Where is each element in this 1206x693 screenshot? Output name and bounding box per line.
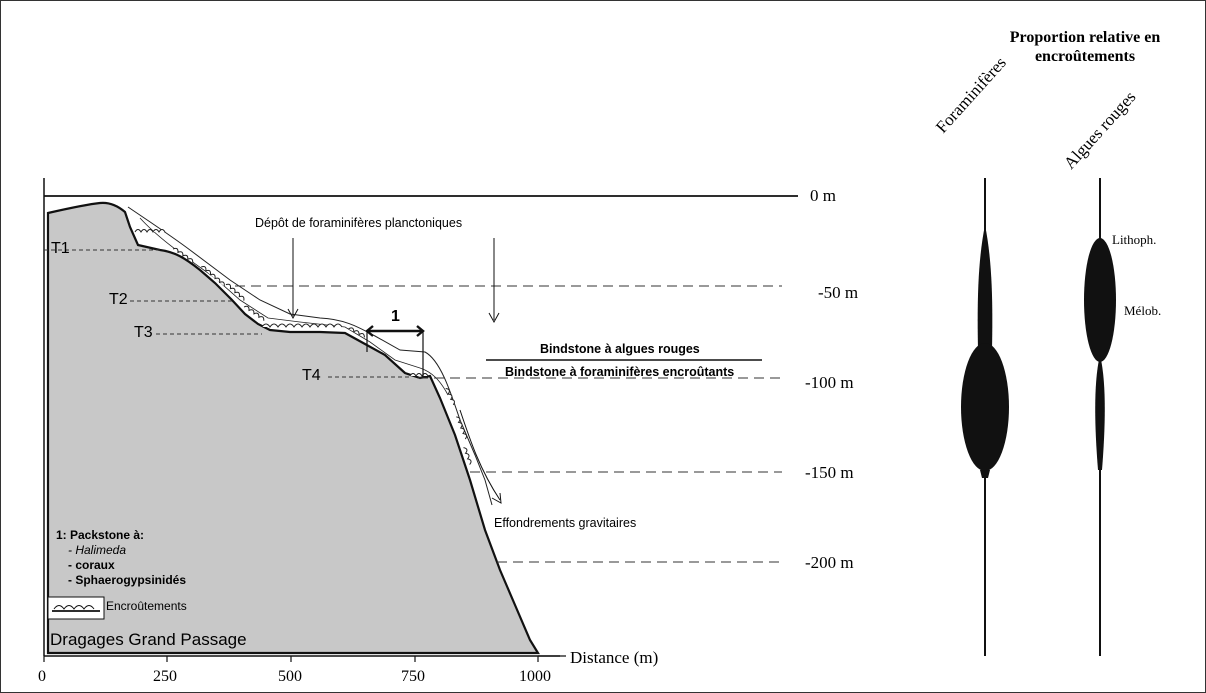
arrows (287, 238, 502, 504)
depth-label-0: 0 m (810, 186, 836, 205)
depth-label-100: -100 m (805, 373, 854, 392)
legend-item-halimeda: - Halimeda (68, 543, 127, 557)
x-tick-750: 750 (401, 668, 425, 685)
terrace-leaders (44, 249, 410, 378)
terrace-t1: T1 (51, 240, 70, 257)
x-axis-label: Distance (m) (570, 648, 659, 667)
depth-guides (235, 285, 782, 563)
annotation-gravity: Effondrements gravitaires (494, 516, 637, 530)
site-label: Dragages Grand Passage (50, 630, 247, 649)
depth-label-150: -150 m (805, 463, 854, 482)
right-panel-title-line2: encroûtements (1034, 48, 1136, 65)
x-tick-1000: 1000 (519, 668, 551, 685)
x-tick-500: 500 (278, 668, 302, 685)
marker-one: 1 (391, 308, 400, 325)
label-melob: Mélob. (1124, 303, 1162, 318)
legend-encrustation-label: Encroûtements (106, 599, 187, 613)
terrace-t4: T4 (302, 367, 321, 384)
x-axis-ticks (43, 656, 539, 662)
annotation-bindstone-algae: Bindstone à algues rouges (540, 342, 700, 356)
legend-item-sphaero: - Sphaerogypsinidés (68, 573, 187, 587)
annotation-bindstone-forams: Bindstone à foraminifères encroûtants (505, 365, 735, 379)
label-lithoph: Lithoph. (1112, 232, 1157, 247)
bracket-marker (365, 325, 425, 377)
depth-label-200: -200 m (805, 553, 854, 572)
encrustations (134, 229, 472, 465)
forams-spindle (961, 225, 1009, 478)
terrace-t3: T3 (134, 324, 153, 341)
x-tick-0: 0 (38, 668, 46, 685)
legend-item-coraux: - coraux (68, 558, 115, 572)
encrustation-legend-symbol (47, 596, 105, 620)
right-panel-title: Proportion relative en encroûtements (975, 28, 1195, 66)
seafloor-profile (46, 201, 540, 655)
depth-label-50: -50 m (818, 283, 859, 302)
algae-spindle (1084, 238, 1116, 470)
right-panel-title-line1: Proportion relative en (1009, 29, 1161, 46)
x-tick-250: 250 (153, 668, 177, 685)
terrace-t2: T2 (109, 291, 128, 308)
deposit-envelope (127, 206, 493, 506)
annotation-planktonic: Dépôt de foraminifères planctoniques (255, 216, 463, 230)
legend-title: 1: Packstone à: (56, 528, 145, 542)
